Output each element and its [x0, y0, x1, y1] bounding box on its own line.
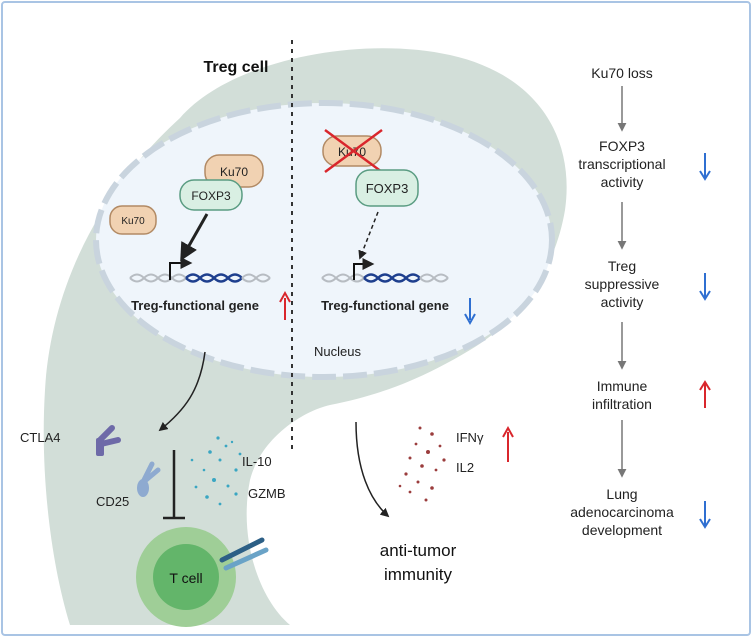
flow-step: Treg suppressive activity — [585, 258, 711, 310]
tcr-receptor-icon — [219, 537, 269, 571]
t-cell: T cell — [136, 527, 236, 627]
flow-step-line: Treg — [608, 258, 636, 274]
flow-step-line: suppressive — [585, 276, 660, 292]
cell-title: Treg cell — [204, 59, 269, 76]
flow-step-line: transcriptional — [578, 156, 665, 172]
flow-step-line: activity — [601, 174, 644, 190]
trend-down-arrow-icon — [699, 273, 711, 301]
cytokine-up-arrow — [502, 425, 514, 462]
flow-step: FOXP3 transcriptional activity — [578, 138, 711, 190]
ctla4-label: CTLA4 — [20, 430, 60, 445]
left-foxp3-label: FOXP3 — [191, 189, 231, 203]
gzmb-label: GZMB — [248, 486, 286, 501]
flow-step-line: Immune — [597, 378, 648, 394]
left-ku70-free-label: Ku70 — [121, 216, 145, 227]
secreted-dots-right — [398, 426, 446, 502]
trend-down-arrow-icon — [699, 153, 711, 181]
left-promoter-arrow — [169, 257, 193, 280]
flow-step-line: activity — [601, 294, 644, 310]
right-gene-down-arrow — [464, 298, 476, 326]
right-output-arrow — [355, 421, 390, 518]
flow-step: Lung adenocarcinoma development — [570, 486, 711, 538]
left-ku70-free: Ku70 — [109, 205, 157, 235]
ifng-label: IFNγ — [456, 430, 484, 445]
flow-step-line: Ku70 loss — [591, 65, 652, 81]
flow-column: Ku70 lossFOXP3transcriptionalactivityTre… — [570, 65, 711, 538]
flow-step-line: Lung — [606, 486, 637, 502]
outcome-line1: anti-tumor — [380, 541, 457, 560]
inhibition-icon — [163, 450, 185, 520]
trend-up-arrow-icon — [699, 380, 711, 408]
left-dna — [129, 273, 271, 283]
flow-step: Immune infiltration — [592, 378, 711, 412]
il2-label: IL2 — [456, 460, 474, 475]
il10-label: IL-10 — [242, 454, 272, 469]
left-activation-arrow — [180, 213, 209, 262]
left-gene-label: Treg-functional gene — [131, 298, 259, 313]
left-foxp3: FOXP3 — [179, 179, 243, 211]
right-promoter-arrow — [353, 258, 375, 280]
right-gene-label: Treg-functional gene — [321, 298, 449, 313]
ctla4-receptor-icon — [96, 425, 121, 456]
right-ku70-lost: Ku70 — [322, 128, 383, 174]
secreted-dots-left — [190, 436, 242, 506]
flow-step-line: development — [582, 522, 662, 538]
left-gene-up-arrow — [279, 290, 291, 320]
flow-step-line: adenocarcinoma — [570, 504, 674, 520]
flow-step-line: infiltration — [592, 396, 652, 412]
flow-step-line: FOXP3 — [599, 138, 645, 154]
left-output-arrow — [158, 351, 206, 432]
nucleus-label: Nucleus — [314, 344, 361, 359]
cd25-label: CD25 — [96, 494, 129, 509]
trend-down-arrow-icon — [699, 501, 711, 529]
right-foxp3: FOXP3 — [355, 169, 419, 207]
t-cell-label: T cell — [169, 570, 202, 586]
right-weak-arrow — [358, 211, 379, 260]
cd25-receptor-icon — [137, 461, 161, 497]
right-foxp3-label: FOXP3 — [366, 181, 409, 196]
flow-step: Ku70 loss — [591, 65, 652, 81]
outcome-line2: immunity — [384, 565, 453, 584]
right-dna — [321, 273, 449, 283]
left-ku70-bound-label: Ku70 — [220, 165, 248, 179]
